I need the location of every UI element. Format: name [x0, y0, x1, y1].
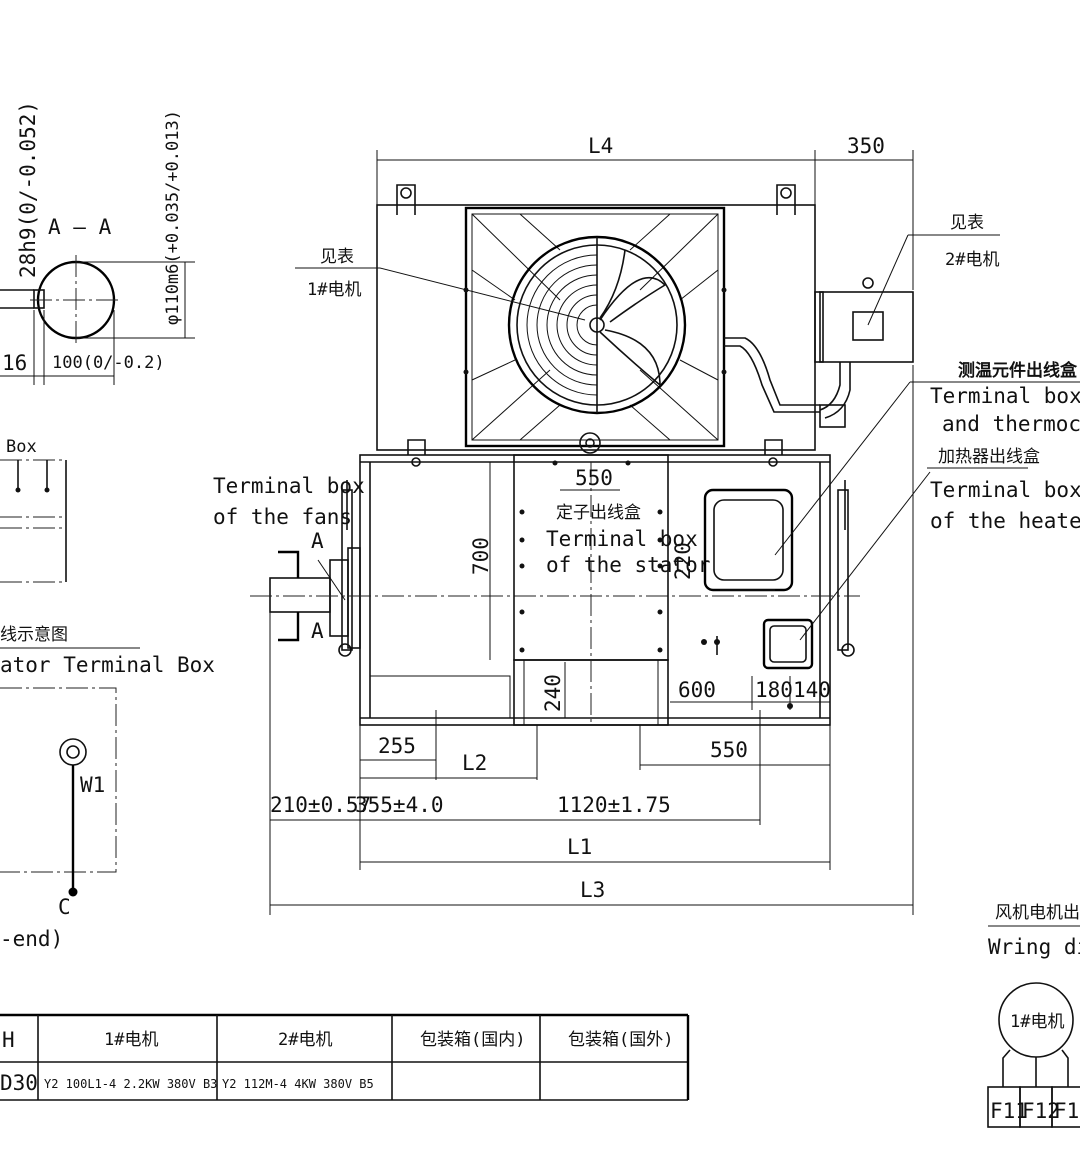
wiring-motor-label: 1#电机 — [1010, 1012, 1064, 1032]
dim-16: 16 — [2, 351, 27, 375]
section-mark-a-top: A — [311, 529, 324, 553]
lifting-lug-left — [396, 184, 416, 215]
note-1-see-table: 见表 — [320, 247, 354, 267]
stator-wiring-cn-title: 线示意图 — [0, 625, 68, 645]
stator-box-cn: 定子出线盒 — [556, 503, 641, 523]
thermo-box-cn: 测温元件出线盒 — [958, 360, 1078, 381]
dim-180: 180 — [755, 678, 793, 702]
cable-conduit — [724, 337, 820, 413]
fan-motor-wiring-diagram: 风机电机出线 Wring diag 1#电机 F11 F12 F13 — [987, 903, 1080, 1128]
dim-l1: L1 — [567, 835, 592, 859]
c-label: C — [58, 895, 71, 919]
table-cell-motor-2: Y2 112M-4 4KW 380V B5 — [222, 1077, 374, 1091]
fans-box-label-1: Terminal box — [213, 474, 365, 498]
stator-box-en-2: of the stator — [546, 553, 710, 577]
table-cell-h: D30 — [0, 1071, 38, 1095]
key-width-tolerance: 28h9(0/-0.052) — [16, 101, 40, 278]
dim-550-bottom: 550 — [710, 738, 748, 762]
thermocouple-terminal-box — [703, 488, 794, 592]
box-label: Box — [6, 437, 37, 457]
stator-wiring-en-title: ator Terminal Box — [0, 653, 215, 677]
dim-350: 350 — [847, 134, 885, 158]
dim-1120: 1120±1.75 — [557, 793, 671, 817]
lifting-lug-right — [776, 184, 796, 215]
dim-255: 255 — [378, 734, 416, 758]
section-a-a: 28h9(0/-0.052) A — A φ110m6(+0.035/+0.01… — [0, 101, 195, 385]
table-cell-motor-1: Y2 100L1-4 2.2KW 380V B3 — [44, 1077, 217, 1091]
dim-l2: L2 — [462, 751, 487, 775]
dim-l3: L3 — [580, 878, 605, 902]
terminal-f13: F13 — [1054, 1099, 1080, 1123]
end-note: -end) — [0, 927, 63, 951]
dim-355: 355±4.0 — [355, 793, 444, 817]
heater-terminal-box — [762, 618, 814, 670]
section-mark-a-bottom: A — [311, 619, 324, 643]
terminal-f11: F11 — [990, 1099, 1028, 1123]
heater-box-cn: 加热器出线盒 — [938, 447, 1040, 467]
heater-box-en-1: Terminal box — [930, 478, 1080, 502]
fans-box-label-2: of the fans — [213, 505, 352, 529]
heater-box-en-2: of the heaters — [930, 509, 1080, 533]
thermo-box-en-1: Terminal box of t — [930, 384, 1080, 408]
motor-2-body — [819, 291, 914, 363]
shaft-diameter-tolerance: φ110m6(+0.035/+0.013) — [163, 110, 183, 325]
table-header-box-domestic: 包装箱(国内) — [420, 1030, 525, 1050]
dim-600: 600 — [678, 678, 716, 702]
motor-spec-table: H 1#电机 2#电机 包装箱(国内) 包装箱(国外) D30 Y2 100L1… — [0, 1013, 690, 1101]
table-header-h: H — [2, 1028, 15, 1052]
note-1-motor: 1#电机 — [307, 280, 361, 300]
note-2-see-table: 见表 — [950, 213, 984, 233]
fan-grille-frame — [464, 206, 726, 448]
left-partial-diagram: Box 线示意图 ator Terminal Box W1 C -end) — [0, 437, 215, 951]
thermo-box-en-2: and thermocouple — [942, 412, 1080, 436]
terminal-w1: W1 — [80, 773, 105, 797]
stator-box-en-1: Terminal box — [546, 527, 698, 551]
dim-550-stator: 550 — [575, 466, 613, 490]
table-header-box-export: 包装箱(国外) — [568, 1030, 673, 1050]
dim-220: 220 — [671, 542, 695, 580]
wiring-en-title: Wring diag — [988, 935, 1080, 959]
wiring-cn-title: 风机电机出线 — [995, 903, 1080, 923]
terminal-f12: F12 — [1022, 1099, 1060, 1123]
dim-140: 140 — [793, 678, 831, 702]
main-motor-view: L4 350 — [213, 134, 1080, 915]
dim-210: 210±0.57 — [270, 793, 371, 817]
table-header-motor-2: 2#电机 — [278, 1030, 332, 1050]
fan-guard-spiral — [526, 254, 598, 396]
shaft-extension — [269, 577, 331, 613]
key-section — [33, 289, 45, 309]
dim-l4: L4 — [588, 134, 613, 158]
dim-240: 240 — [541, 674, 565, 712]
dim-700: 700 — [469, 537, 493, 575]
section-title: A — A — [48, 215, 112, 239]
note-2-motor: 2#电机 — [945, 250, 999, 270]
table-header-motor-1: 1#电机 — [104, 1030, 158, 1050]
fan-blades — [599, 249, 667, 387]
dim-100: 100(0/-0.2) — [52, 353, 165, 373]
